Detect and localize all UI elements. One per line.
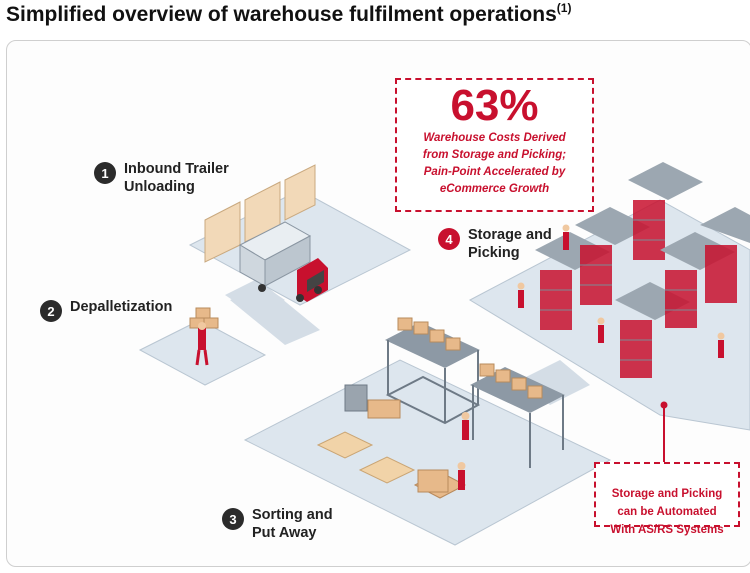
step-label: Storage and Picking	[468, 227, 552, 261]
pallets	[316, 384, 467, 499]
worker-icons	[457, 412, 470, 490]
step-depalletization: 2 Depalletization	[40, 298, 172, 322]
step-label: Depalletization	[70, 299, 173, 315]
step-number-badge: 2	[40, 300, 62, 322]
storage-racks	[535, 162, 750, 378]
truck-icon	[238, 221, 328, 302]
shelving-unit-2	[470, 363, 565, 468]
step-sorting-put-away: 3 Sorting and Put Away	[222, 506, 333, 542]
picker-workers	[517, 224, 725, 358]
step-inbound-unloading: 1 Inbound Trailer Unloading	[94, 160, 229, 196]
step-number-badge: 1	[94, 162, 116, 184]
step-number-badge: 3	[222, 508, 244, 530]
dock-doors	[204, 164, 316, 263]
costs-callout: 63% Warehouse Costs Derived from Storage…	[395, 78, 594, 212]
step-storage-picking: 4 Storage and Picking	[438, 226, 552, 262]
costs-text: Warehouse Costs Derived from Storage and…	[422, 132, 567, 195]
walkway-1-2	[225, 280, 285, 315]
costs-percent: 63%	[450, 81, 539, 130]
page-title: Simplified overview of warehouse fulfilm…	[6, 1, 572, 26]
automation-callout: Storage and Picking can be Automated Wit…	[594, 462, 740, 536]
title-footnote: (1)	[556, 1, 572, 15]
shelving-unit-1	[385, 317, 481, 425]
step-label: Sorting and Put Away	[252, 507, 333, 541]
floor-depalletization	[138, 319, 267, 386]
step-label: Inbound Trailer Unloading	[124, 161, 229, 195]
worker-with-boxes	[189, 307, 219, 366]
step-number-badge: 4	[438, 228, 460, 250]
automation-text: Storage and Picking can be Automated Wit…	[610, 488, 724, 536]
automation-connector	[660, 401, 668, 462]
